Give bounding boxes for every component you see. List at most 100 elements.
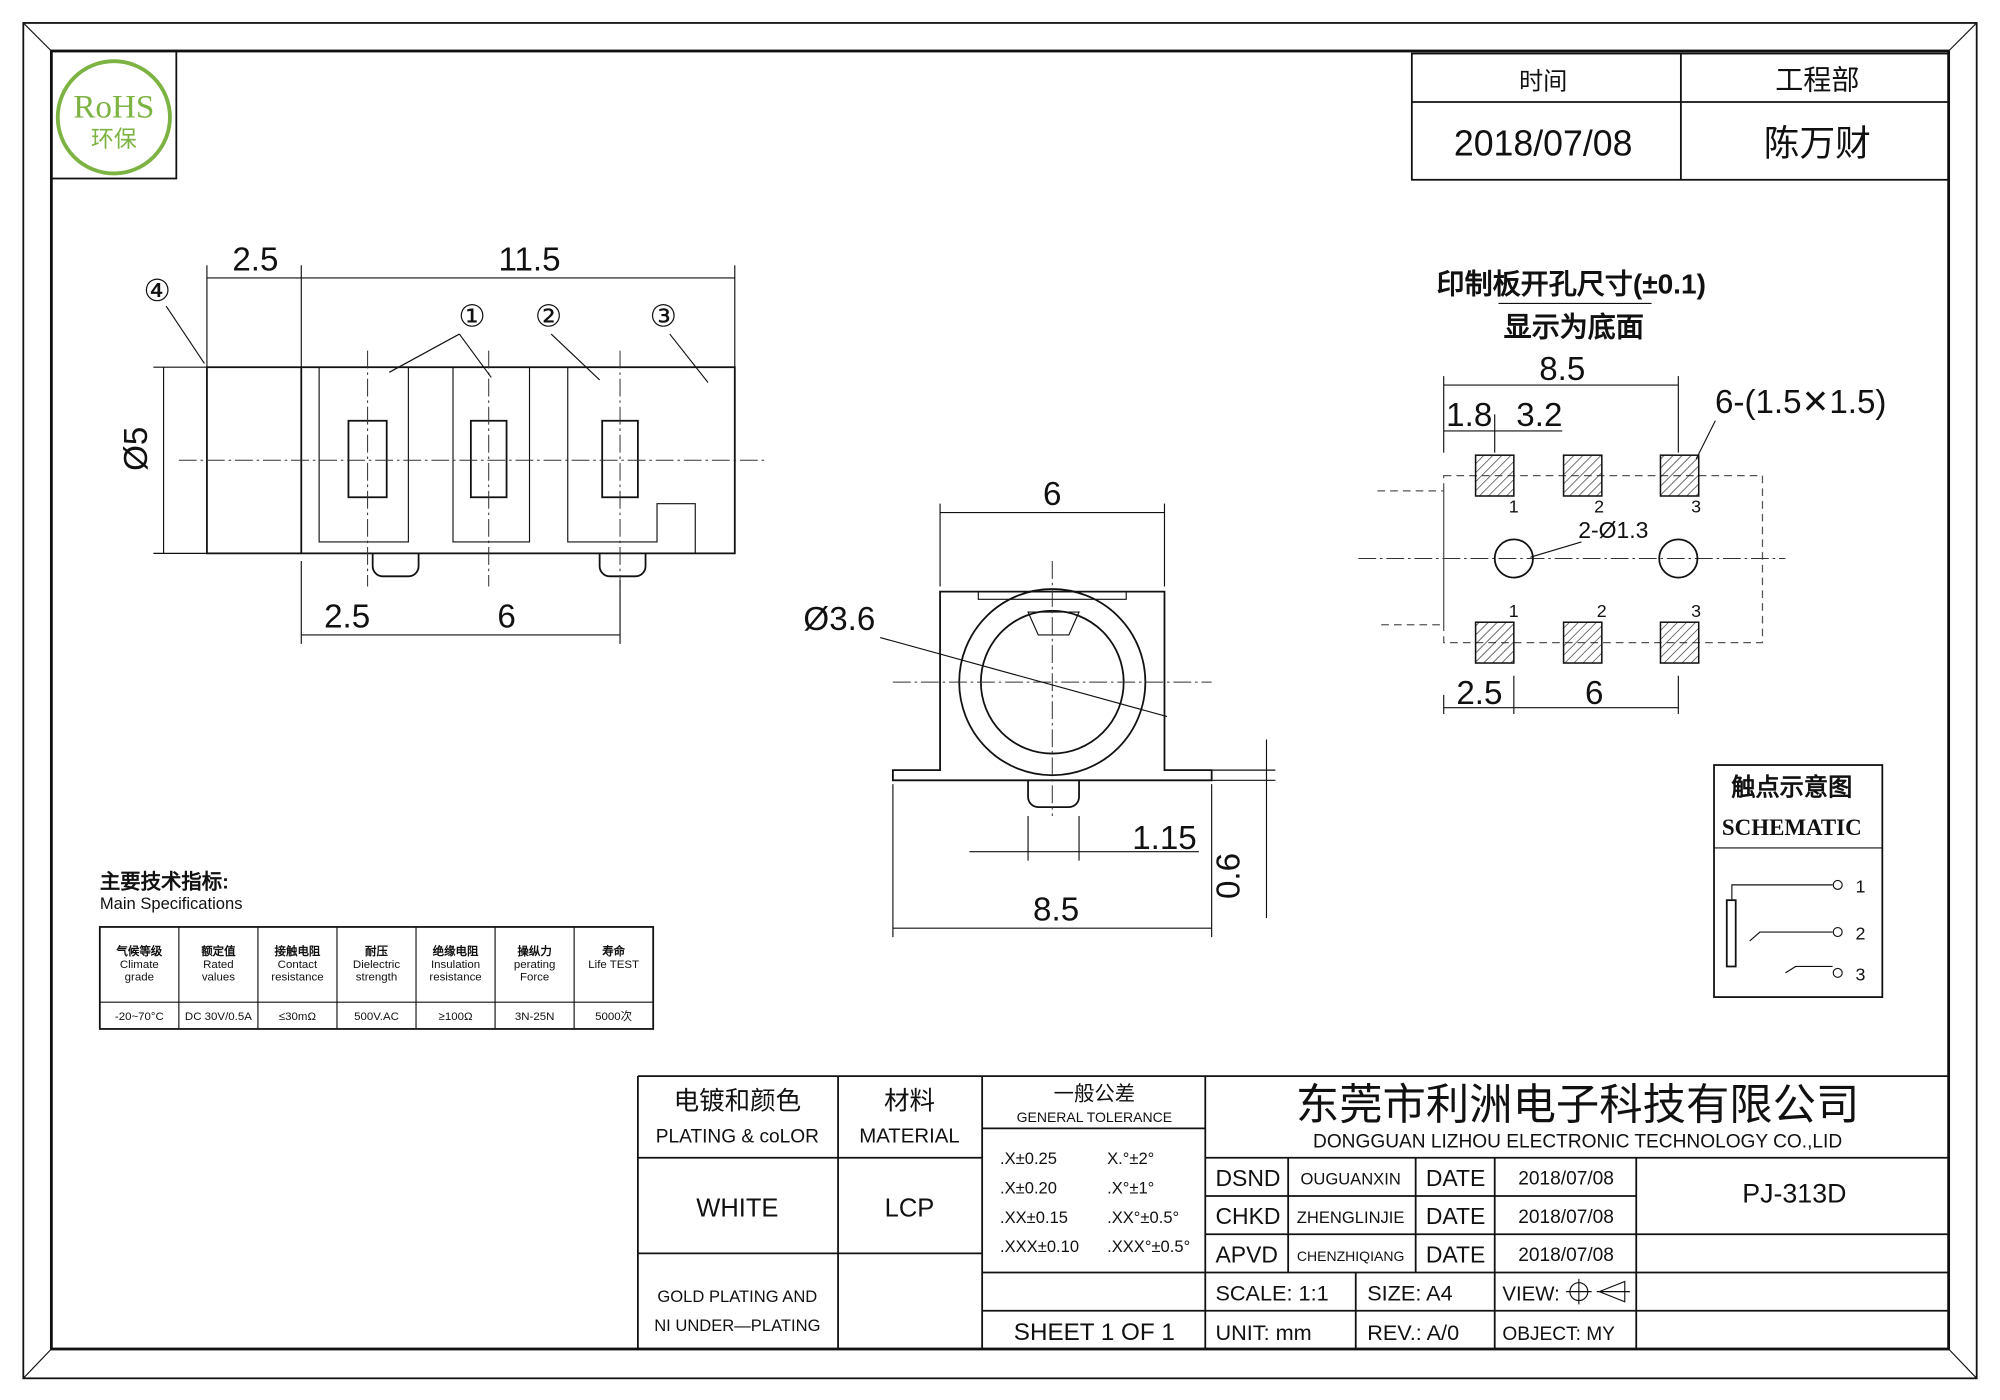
- drawing-label: 2.5: [232, 241, 278, 278]
- drawing-label: 6: [1043, 476, 1061, 513]
- signer-name: OUGUANXIN: [1300, 1170, 1400, 1189]
- spec-header-cn: 气候等级: [115, 944, 162, 958]
- drawing-label: 2018/07/08: [1454, 124, 1633, 164]
- drawing-label: Main Specifications: [100, 894, 243, 913]
- drawing-label: 1.15: [1132, 820, 1197, 857]
- drawing-label: WHITE: [696, 1194, 778, 1222]
- spec-header-cn: 绝缘电阻: [433, 944, 479, 958]
- spec-header-en: Life TEST: [588, 959, 639, 971]
- drawing-label: 1: [1509, 601, 1519, 621]
- schematic: 触点示意图 SCHEMATIC 1 2 3: [1713, 764, 1884, 998]
- drawing-label: 电镀和颜色: [674, 1087, 802, 1115]
- side-view: 2.5 11.5 Ø5 2.5 6 ① ② ③ ④: [118, 241, 766, 644]
- drawing-label: ①: [458, 299, 485, 333]
- tolerance-value: X.°±2°: [1107, 1149, 1154, 1168]
- spec-header-en: Rated: [203, 959, 234, 971]
- drawing-label: 材料: [884, 1087, 935, 1115]
- drawing-label: Ø3.6: [803, 601, 875, 638]
- drawing-label: 环保: [91, 126, 137, 152]
- spec-header-cn: 寿命: [602, 944, 625, 958]
- spec-header-en: grade: [125, 972, 154, 984]
- tolerance-value: .XXX°±0.5°: [1107, 1237, 1190, 1256]
- drawing-label: GENERAL TOLERANCE: [1017, 1109, 1173, 1125]
- drawing-label: NI UNDER—PLATING: [654, 1316, 820, 1335]
- spec-header-en: resistance: [429, 972, 481, 984]
- spec-value: 500V.AC: [354, 1011, 399, 1023]
- signer-name: ZHENGLINJIE: [1297, 1208, 1405, 1227]
- drawing-label: 印制板开孔尺寸(±0.1): [1437, 268, 1706, 299]
- spec-header-en: Contact: [278, 959, 318, 971]
- tolerance-value: .XXX±0.10: [1000, 1237, 1079, 1256]
- drawing-label: OBJECT: MY: [1502, 1324, 1615, 1345]
- drawing-label: 工程部: [1775, 64, 1859, 95]
- spec-header-cn: 操纵力: [517, 944, 551, 958]
- drawing-label: 2: [1856, 924, 1866, 944]
- drawing-label: 6-(1.5✕1.5): [1715, 384, 1886, 421]
- rohs-logo: RoHS 环保: [50, 50, 178, 180]
- spec-header-en: values: [202, 972, 235, 984]
- drawing-label: 触点示意图: [1731, 774, 1852, 802]
- drawing-label: 东莞市利洲电子科技有限公司: [1296, 1081, 1859, 1129]
- spec-header-en: Climate: [120, 959, 159, 971]
- role-label: CHKD: [1215, 1203, 1280, 1229]
- spec-header-en: Insulation: [431, 959, 480, 971]
- projection-symbol-icon: [1566, 1278, 1630, 1305]
- drawing-label: REV.: A/0: [1367, 1320, 1459, 1345]
- tolerance-value: .X°±1°: [1107, 1178, 1154, 1197]
- drawing-label: 陈万财: [1764, 124, 1871, 164]
- spec-header-cn: 耐压: [365, 944, 388, 958]
- drawing-label: SCHEMATIC: [1722, 815, 1862, 840]
- drawing-label: 1: [1509, 497, 1519, 517]
- drawing-label: 6: [497, 598, 515, 635]
- drawing-label: 11.5: [498, 241, 560, 278]
- drawing-label: 1: [1856, 877, 1866, 897]
- spec-header-en: perating: [514, 959, 555, 971]
- role-label: APVD: [1215, 1241, 1277, 1267]
- title-block: 电镀和颜色 PLATING & coLOR 材料 MATERIAL 一般公差 G…: [636, 1075, 1949, 1349]
- spec-header-en: resistance: [271, 972, 323, 984]
- drawing-label: PLATING & coLOR: [656, 1126, 819, 1147]
- drawing-label: 6: [1585, 675, 1603, 712]
- drawing-label: SCALE: 1:1: [1215, 1281, 1328, 1306]
- date-label: DATE: [1426, 1241, 1485, 1267]
- spec-value: 5000次: [595, 1009, 633, 1023]
- drawing-label: 显示为底面: [1504, 312, 1644, 343]
- drawing-label: ③: [650, 299, 677, 333]
- drawing-label: 2-Ø1.3: [1578, 517, 1648, 543]
- spec-header-cn: 额定值: [201, 944, 236, 958]
- spec-table-frame: [98, 926, 655, 1030]
- drawing-label: 主要技术指标:: [100, 870, 229, 894]
- spec-header-en: Dielectric: [353, 959, 400, 971]
- date-value: 2018/07/08: [1518, 1169, 1614, 1190]
- sheet-border: [22, 22, 1978, 1380]
- date-value: 2018/07/08: [1518, 1207, 1614, 1228]
- drawing-label: PJ-313D: [1742, 1178, 1846, 1208]
- spec-value: 3N-25N: [515, 1011, 555, 1023]
- drawing-label: MATERIAL: [859, 1125, 959, 1147]
- drawing-label: 3: [1691, 601, 1701, 621]
- drawing-label: 8.5: [1033, 892, 1079, 929]
- drawing-label: VIEW:: [1502, 1284, 1559, 1306]
- pcb-layout: 印制板开孔尺寸(±0.1) 显示为底面 8.5 1.8 3.2 6-(1.5✕1…: [1358, 268, 1886, 715]
- drawing-label: 一般公差: [1054, 1082, 1136, 1105]
- spec-table: 主要技术指标: Main Specifications 气候等级Climateg…: [98, 870, 655, 1030]
- drawing-label: Ø5: [118, 427, 155, 471]
- drawing-label: 3: [1856, 965, 1866, 985]
- spec-header-en: Force: [520, 972, 549, 984]
- drawing-label: ②: [535, 299, 562, 333]
- drawing-label: 时间: [1519, 68, 1567, 95]
- drawing-label: 8.5: [1539, 351, 1585, 388]
- spec-header-en: strength: [356, 972, 397, 984]
- date-label: DATE: [1426, 1165, 1485, 1191]
- drawing-label: 2.5: [324, 598, 370, 635]
- drawing-label: 0.6: [1211, 853, 1248, 899]
- date-value: 2018/07/08: [1518, 1245, 1614, 1266]
- tolerance-value: .X±0.25: [1000, 1149, 1057, 1168]
- drawing-label: 3: [1691, 497, 1701, 517]
- drawing-label: 2: [1594, 497, 1604, 517]
- drawing-label: DONGGUAN LIZHOU ELECTRONIC TECHNOLOGY CO…: [1313, 1132, 1842, 1153]
- drawing-label: SHEET 1 OF 1: [1014, 1319, 1175, 1346]
- spec-value: DC 30V/0.5A: [185, 1011, 252, 1023]
- drawing-label: 3.2: [1516, 397, 1562, 434]
